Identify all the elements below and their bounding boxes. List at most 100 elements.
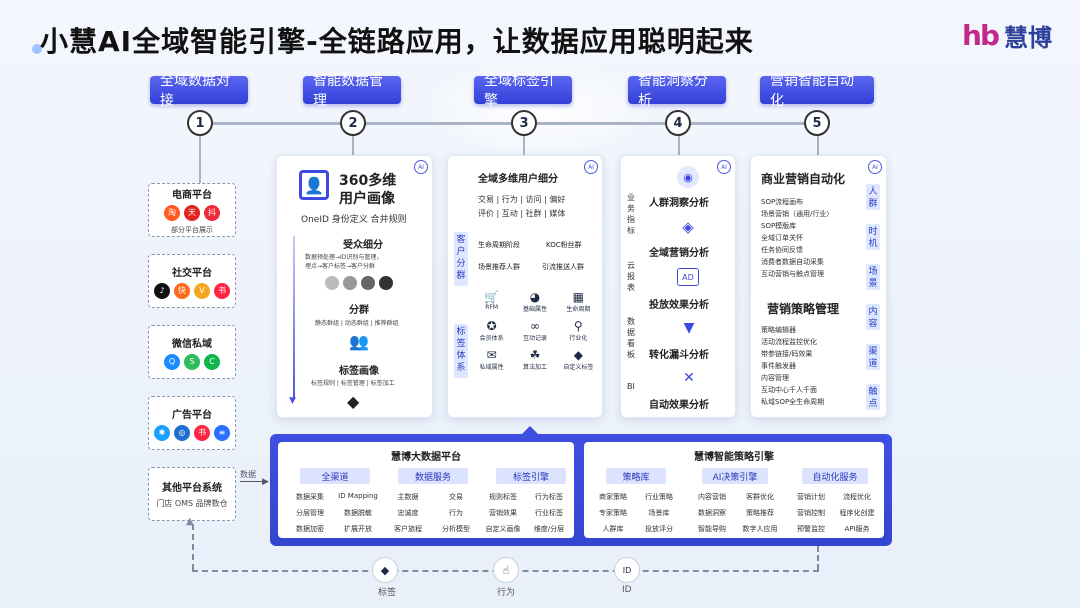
board-icon: ▦: [572, 290, 584, 304]
wecom-icon: Q: [164, 353, 180, 370]
tools-icon: ✕: [683, 370, 695, 386]
step-4-button[interactable]: 智能洞察分析: [628, 73, 726, 109]
side-label: 云报表: [627, 261, 635, 292]
panel-cell: 数据采集: [296, 493, 324, 501]
card-tag-engine: AI 全域多维用户细分 交易 | 行为 | 访问 | 偏好 评价 | 互动 | …: [447, 155, 603, 418]
people-icons: [325, 276, 393, 290]
data-arrow-label: 数据: [240, 470, 256, 479]
logo-text: 慧博: [1004, 24, 1052, 52]
taobao-icon: 淘: [164, 204, 180, 221]
person-icon: [325, 276, 339, 290]
panel-cell: 人群库: [602, 525, 624, 533]
panel-cell: 营销计划: [797, 493, 825, 501]
panel-cell: 营销效果: [489, 509, 517, 517]
feedback-label: 行为: [497, 588, 516, 598]
panel-cell: 数据脱敏: [344, 509, 372, 517]
medal-icon: ✪: [486, 319, 497, 333]
list-item: 场景营销（通用/行业）: [761, 210, 834, 218]
layers-icon: ◈: [682, 218, 694, 236]
step-1-button[interactable]: 全域数据对接: [150, 73, 248, 109]
panel-cell: 流程优化: [843, 493, 871, 501]
source-ads[interactable]: 广告平台 ✱ ◎ 书 ≡: [148, 396, 236, 450]
panel-tab[interactable]: 全渠道: [300, 468, 370, 484]
vertical-tag: 标签体系: [454, 324, 468, 378]
panel-cell: 行业标签: [535, 509, 563, 517]
timeline-drop: [199, 125, 201, 185]
dimension-row: 交易 | 行为 | 访问 | 偏好: [478, 195, 566, 204]
panel-cell: 扩展开放: [344, 525, 372, 533]
arrow-up-icon: ▲: [186, 516, 194, 527]
source-social[interactable]: 社交平台 ♪ 快 V 书: [148, 254, 236, 308]
step-2-button[interactable]: 智能数据管理: [303, 73, 401, 109]
miniprogram-icon: S: [184, 353, 200, 370]
pointer-triangle: [520, 426, 540, 436]
source-title: 电商平台: [172, 189, 212, 201]
chat-icon: ✉: [486, 348, 497, 362]
funnel-icon: ▼: [683, 320, 695, 336]
card-insight-analysis: AI 业务指标 云报表 数据看板 BI ◉ 人群洞察分析 ◈ 全域营销分析 AD…: [620, 155, 736, 418]
source-sub: 门店 OMS 品牌数仓: [156, 499, 228, 508]
panel-col: 商家策略行业策略 专家策略场景库 人群库投放评分: [590, 492, 682, 534]
tag-icon: ◆: [573, 348, 583, 362]
strategy-list: 策略编辑器 活动流程监控优化 带参链接/码效果 事件触发器 内容管理 互动中心千…: [761, 324, 861, 408]
vertical-tag: 场景: [866, 264, 880, 290]
touch-icon: ☝: [493, 557, 519, 583]
douyin-shop-icon: 抖: [204, 204, 220, 221]
source-ecommerce[interactable]: 电商平台 淘 天 抖 部分平台展示: [148, 183, 236, 237]
panel-cell: 规则标签: [489, 493, 517, 501]
section-title: 标签画像: [339, 366, 379, 377]
list-item: SOP模版库: [761, 222, 797, 230]
user-portrait-icon: 👤: [299, 170, 329, 200]
panel-cell: 数据洞察: [698, 509, 726, 517]
tag-grid-item: ✪会员体系: [470, 319, 513, 342]
segment-item: 生命周期阶段: [478, 241, 520, 249]
card-sub: OneID 身份定义 合并规则: [301, 215, 407, 225]
person-icon: [343, 276, 357, 290]
tag-grid-item: ▦ 生命周期: [557, 290, 600, 313]
source-wechat[interactable]: 微信私域 Q S C: [148, 325, 236, 379]
panel-tab[interactable]: 数据服务: [398, 468, 468, 484]
panel-tab[interactable]: 策略库: [606, 468, 666, 484]
section-desc: 静态群组 | 动态群组 | 推荐群组: [315, 320, 399, 327]
vertical-tag: 内容: [866, 304, 880, 330]
ad-star-icon: ✱: [154, 424, 170, 441]
feedback-label: 标签: [378, 588, 397, 598]
timeline-line: [200, 122, 820, 125]
section-desc: 埋点→客户标签→客户分群: [305, 263, 376, 270]
eye-icon: ◉: [677, 166, 699, 188]
source-title: 其他平台系统: [162, 483, 222, 494]
cart-icon: 🛒: [484, 290, 500, 304]
panel-tab[interactable]: AI决策引擎: [702, 468, 768, 484]
step-3-button[interactable]: 全域标签引擎: [474, 73, 572, 109]
list-item: 策略编辑器: [761, 326, 796, 334]
step-5-button[interactable]: 营销智能自动化: [760, 73, 874, 109]
ai-badge: AI: [868, 160, 882, 174]
panel-cell: 专家策略: [599, 509, 627, 517]
card-marketing-automation: AI 商业营销自动化 SOP流程画布 场景营销（通用/行业） SOP模版库 全域…: [750, 155, 887, 418]
card-heading: 360多维: [339, 173, 397, 189]
list-item: 任务协同反馈: [761, 246, 803, 254]
tag-grid-item: ☘算法加工: [513, 348, 556, 371]
panel-cell: 数字人应用: [742, 525, 778, 533]
flow-arrow: [293, 236, 295, 400]
panel-cell: 预警监控: [797, 525, 825, 533]
person-icon: [361, 276, 375, 290]
step-number: 1: [187, 110, 213, 136]
page-title: 小慧AI全域智能引擎-全链路应用，让数据应用聪明起来: [40, 25, 754, 58]
list-item: 消费者数据自动采集: [761, 258, 824, 266]
step-number: 2: [340, 110, 366, 136]
timeline-drop: [678, 125, 680, 157]
source-other[interactable]: 其他平台系统 门店 OMS 品牌数仓: [148, 467, 236, 521]
weibo-icon: V: [194, 282, 210, 299]
tag-grid: 🛒RFM ◕基础属性 ▦生命周期 ✪会员体系 ∞互动记录 ⚲行业化 ✉私域属性 …: [470, 290, 600, 371]
panel-cell: 忠诚度: [397, 509, 419, 517]
vertical-tag: 触点: [866, 384, 880, 410]
tiktok-icon: ♪: [154, 282, 170, 299]
card-heading: 用户画像: [339, 191, 395, 207]
panel-tab[interactable]: 标签引擎: [496, 468, 566, 484]
panel-tab[interactable]: 自动化服务: [802, 468, 868, 484]
tag-grid-label: 生命周期: [566, 306, 591, 313]
tag-grid-label: 私域属性: [479, 364, 504, 371]
feedback-line: [817, 546, 819, 570]
vertical-tag: 渠道: [866, 344, 880, 370]
